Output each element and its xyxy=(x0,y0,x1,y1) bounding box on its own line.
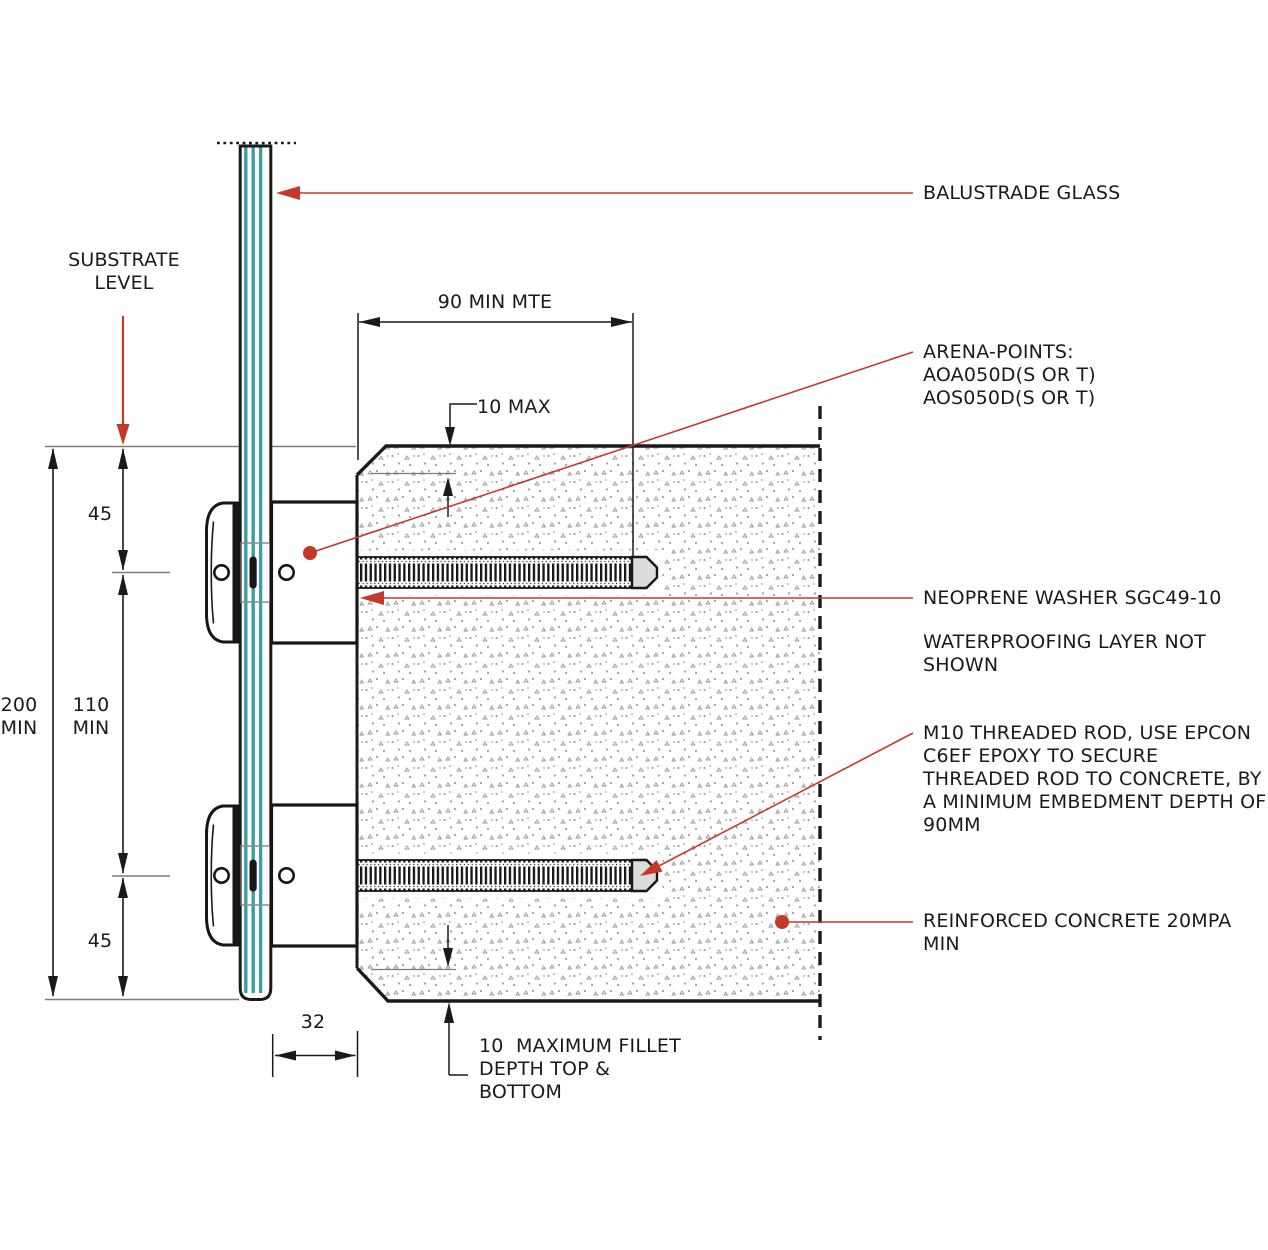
leader-arena-points xyxy=(303,351,914,560)
threaded-rod-upper xyxy=(356,550,663,596)
fixing-bolt xyxy=(249,859,257,892)
concrete-section xyxy=(355,406,822,1040)
dimension-90-mte xyxy=(359,317,632,327)
dimension-10-max-bottom xyxy=(443,925,453,967)
dim-200-min-text: 200 MIN xyxy=(0,694,38,739)
leader-m10-rod xyxy=(640,732,914,876)
dim-110-min-text: 110 MIN xyxy=(72,694,110,739)
dim-90-mte-text: 90 MIN MTE xyxy=(437,291,553,313)
dimension-200-min xyxy=(48,448,58,997)
substrate-level-arrow xyxy=(116,316,130,445)
dimension-32 xyxy=(271,1031,359,1077)
leader-reinforced-concrete xyxy=(775,915,913,929)
fillet-note-label: 10 MAXIMUM FILLET DEPTH TOP & BOTTOM xyxy=(479,1035,681,1103)
dim-10-max-text: 10 MAX xyxy=(477,396,551,418)
dim-45-top-text: 45 xyxy=(87,503,113,525)
substrate-level-label: SUBSTRATE LEVEL xyxy=(68,249,180,294)
threaded-rod-lower xyxy=(356,853,663,899)
point-fixing-upper xyxy=(205,500,359,645)
leader-balustrade-glass xyxy=(276,186,913,200)
dimension-10-max-top xyxy=(443,403,477,517)
m10-threaded-rod-label: M10 THREADED ROD, USE EPCON C6EF EPOXY T… xyxy=(923,722,1267,836)
fixing-bolt xyxy=(249,556,257,589)
leader-neoprene-washer xyxy=(360,591,913,605)
rod-tip-upper xyxy=(630,555,659,590)
balustrade-glass-label: BALUSTRADE GLASS xyxy=(923,182,1121,204)
dim-32-text: 32 xyxy=(300,1011,326,1033)
point-fixing-lower xyxy=(205,803,359,948)
fillet-leader xyxy=(444,1002,468,1076)
dim-45-bottom-text: 45 xyxy=(87,930,113,952)
waterproofing-note-label: WATERPROOFING LAYER NOT SHOWN xyxy=(923,631,1206,676)
neoprene-washer-label: NEOPRENE WASHER SGC49-10 xyxy=(923,587,1222,609)
arena-points-label: ARENA-POINTS: AOA050D(S OR T) AOS050D(S … xyxy=(923,341,1096,409)
reinforced-concrete-label: REINFORCED CONCRETE 20MPA MIN xyxy=(923,910,1232,955)
dimension-45-110-45 xyxy=(112,448,170,997)
